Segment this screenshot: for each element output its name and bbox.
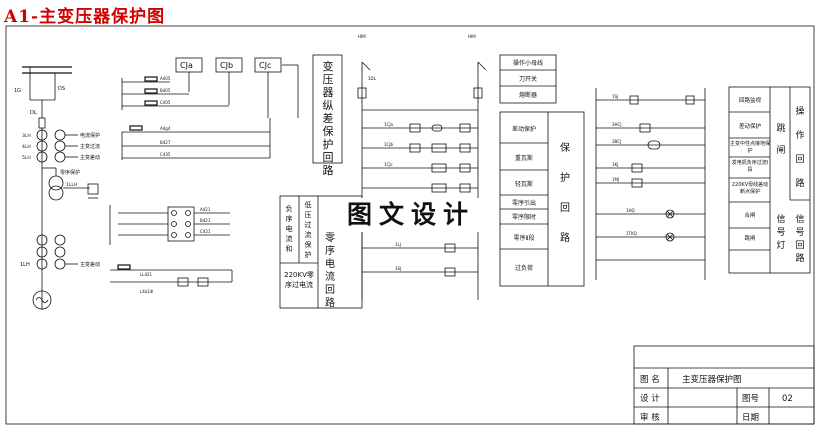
svg-text:3HCJ: 3HCJ [612,122,622,127]
protection-item-1: 重瓦斯 [514,155,533,162]
title-block-value-0: 主变压器保护图 [682,374,742,385]
bus-panel-item-0: 刀开关 [518,76,537,83]
op-circuit-title: 操作回路 [795,107,805,189]
title-block-label-1: 设 计 [640,393,660,404]
svg-text:A421: A421 [200,207,211,212]
svg-text:3BCJ: 3BCJ [612,139,621,144]
svg-text:B405: B405 [160,88,171,93]
bus-panel-title: 操作小母线 [512,60,543,67]
svg-text:1TKQ: 1TKQ [626,231,637,236]
primary-single-line: 1G DS DL 电流保护 主变过流 主变差动 3LH 4LH 5LH [14,66,100,310]
trip-header-3: 发电机负序过流Ⅰ段 [731,160,769,173]
svg-text:4LH: 4LH [22,144,31,150]
svg-text:1CJb: 1CJb [384,142,394,147]
svg-text:A405: A405 [160,76,171,81]
title-block-label-2: 审 核 [640,412,660,423]
lamp-row-1: 跳闸 [744,236,756,242]
zero-seq-left-col: 负序电流和 [285,205,293,253]
middle-control-circuit: HIM HIM 1DL 1CJa 1CJb 1CJc 1LJ 1SJ [357,34,487,300]
trip-side-tag: 跳闸 [776,124,786,156]
lamp-tag: 信号灯 [776,215,786,251]
svg-text:C435: C435 [160,152,171,157]
svg-text:1DL: 1DL [368,76,377,81]
svg-text:1SJ: 1SJ [612,94,618,99]
svg-text:1CJa: 1CJa [384,122,394,127]
svg-text:B421: B421 [200,218,211,223]
protection-item-3: 零序引出 [511,200,536,207]
trip-circuit: 1SJ 3HCJ 3BCJ 1KJ 1MJ 1HQ 1TKQ [595,88,706,280]
terminal-block: A421 B421 C421 LL421 L4a1dl [109,205,233,294]
trip-header-2: 主变中性点接地保护 [730,141,771,154]
ct-box-c-label: CJc [259,61,271,70]
bus-panel [499,54,557,104]
diff-protection-box [312,54,343,164]
zero-seq-220-label: 220KV零序过电流 [284,271,314,289]
sheet-title: A1-主变压器保护图 [4,7,166,27]
watermark: 图文设计 [336,198,486,232]
transformer-symbol: 零序保护 1LLH [42,167,99,201]
protection-item-5: 零序Ⅱ段 [513,235,535,242]
svg-text:1KJ: 1KJ [612,162,618,167]
svg-text:5LH: 5LH [22,155,31,161]
relay-label-ds: DS [58,86,65,92]
trip-header-0: 回路监视 [738,98,761,104]
title-block-sublabel-1: 图号 [742,394,759,404]
drawing-frame [5,25,815,425]
title-block-drawing-no: 02 [782,394,793,404]
protection-item-0: 差动保护 [511,126,536,133]
zero-seq-mid-col: 低压过流保护 [304,201,312,259]
title-block-label-0: 图 名 [640,374,660,385]
svg-text:C421: C421 [200,229,211,234]
svg-text:HIM: HIM [358,34,366,39]
ct-label-1: 主变过流 [80,143,100,150]
svg-text:3LH: 3LH [22,133,31,139]
ct-secondary-circuit: CJa CJb CJc A405 B405 C405 A4g4 [121,57,299,160]
svg-text:L4a1dl: L4a1dl [140,289,153,294]
protection-item-6: 过负荷 [514,265,533,272]
protection-panel-title: 保护回路 [560,143,570,244]
svg-text:C405: C405 [160,100,171,105]
protection-item-4: 零序限时 [511,214,536,221]
ct-label-2: 主变差动 [80,154,100,161]
svg-text:HIM: HIM [468,34,476,39]
svg-text:A4g4: A4g4 [160,126,171,131]
bus-panel-item-1: 熔断器 [518,92,537,99]
svg-text:1LLH: 1LLH [66,182,77,188]
protection-item-2: 轻瓦斯 [514,181,533,188]
lamp-row-0: 合闸 [744,213,756,219]
svg-text:B427: B427 [160,140,171,145]
title-block: 图 名 主变压器保护图 设 计 图号 02 审 核 日期 [633,345,815,425]
svg-text:1CJc: 1CJc [384,162,393,167]
trip-panel [728,86,811,274]
zero-seq-tag: 零序保护 [60,169,80,176]
signal-circuit-title: 信号回路 [795,215,805,264]
ct-label-0: 电流保护 [80,132,100,139]
relay-label-1g: 1G [14,88,21,94]
svg-text:LL421: LL421 [140,272,153,277]
ct-box-a-label: CJa [180,61,193,70]
trip-header-4: 220KV母线差动断点保护 [731,182,769,195]
svg-text:1LJ: 1LJ [395,242,401,247]
ct-box-b-label: CJb [220,61,233,70]
gen-tag: 1LH [20,262,30,268]
diff-protection-title: 变压器纵差保护回路 [322,60,334,177]
ct-set-lower: 主变差动 1LH [20,234,100,270]
trip-header-1: 差动保护 [738,124,761,130]
svg-text:1SJ: 1SJ [395,266,401,271]
tx-tag: 主变差动 [80,261,100,268]
svg-text:1HQ: 1HQ [626,208,635,213]
zero-seq-subtitle: 零序电流回路 [325,233,335,309]
svg-text:1MJ: 1MJ [612,177,619,182]
ct-set-upper: 电流保护 主变过流 主变差动 3LH 4LH 5LH [22,129,100,163]
relay-label-dl: DL [30,110,37,116]
protection-panel [499,111,585,287]
generator-symbol [32,290,52,310]
title-block-sublabel-2: 日期 [742,413,759,423]
